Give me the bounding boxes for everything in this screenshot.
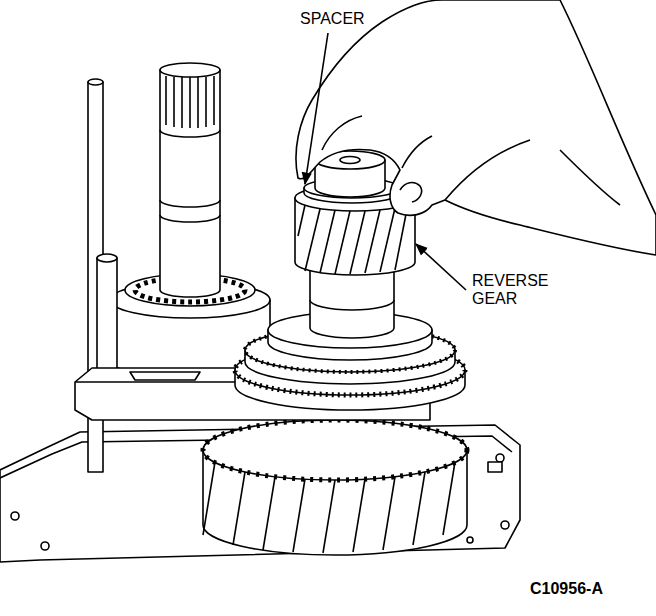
output-shaft [160,70,220,297]
output-shaft [110,63,270,378]
output-shaft [213,76,215,125]
output-shaft [189,77,191,128]
output-shaft [160,76,220,222]
reverse-gear [320,210,335,273]
cluster-gear [203,462,215,535]
housing-plate [501,521,509,529]
output-shaft [160,130,220,137]
reverse-shaft [310,300,394,310]
cluster-gear [203,420,467,480]
shift-fork [130,372,200,380]
figure-number: C10956-A [528,580,605,598]
reverse-gear [298,205,305,236]
housing-plate [11,512,19,520]
cluster-gear [263,477,275,550]
reverse-gear [298,204,408,274]
hand [322,116,620,205]
housing-plate [41,542,49,550]
shift-rail [97,254,117,262]
part-label: SPACER [298,10,367,28]
shift-rail [88,79,103,85]
housing-plate [467,537,473,543]
reverse-gear [365,210,380,273]
cluster-gear [203,462,455,553]
shaft-end [340,157,360,164]
cluster-gear [233,472,245,545]
reverse-gear [350,211,365,274]
output-shaft [160,200,220,207]
reverse-gear [335,211,350,274]
hand [400,183,422,202]
leader-line [416,244,466,290]
output-shaft [197,77,199,128]
cluster-gear [353,479,365,552]
leader-line [305,33,328,184]
hand [402,136,432,168]
output-shaft [173,77,175,127]
hand [296,0,656,255]
output-shaft [205,77,207,127]
leader-line [305,33,466,290]
cluster-gear [323,480,335,553]
reverse-gear [380,208,395,272]
housing-plate [488,462,502,472]
cluster-gear [413,472,425,545]
output-shaft [160,215,220,222]
housing-plate [496,454,504,462]
hand [322,116,362,150]
hand [445,140,530,200]
output-shaft [160,63,220,77]
hand [560,150,620,205]
cluster-gear [203,420,467,555]
cluster-gear [383,477,395,550]
reverse-gear [305,209,320,271]
hand [296,0,656,255]
cluster-gear [293,479,305,552]
cluster-gear [203,420,467,480]
output-shaft [181,77,183,128]
cluster-gear [443,462,455,535]
part-label: REVERSE GEAR [470,272,566,308]
output-shaft [165,76,167,125]
